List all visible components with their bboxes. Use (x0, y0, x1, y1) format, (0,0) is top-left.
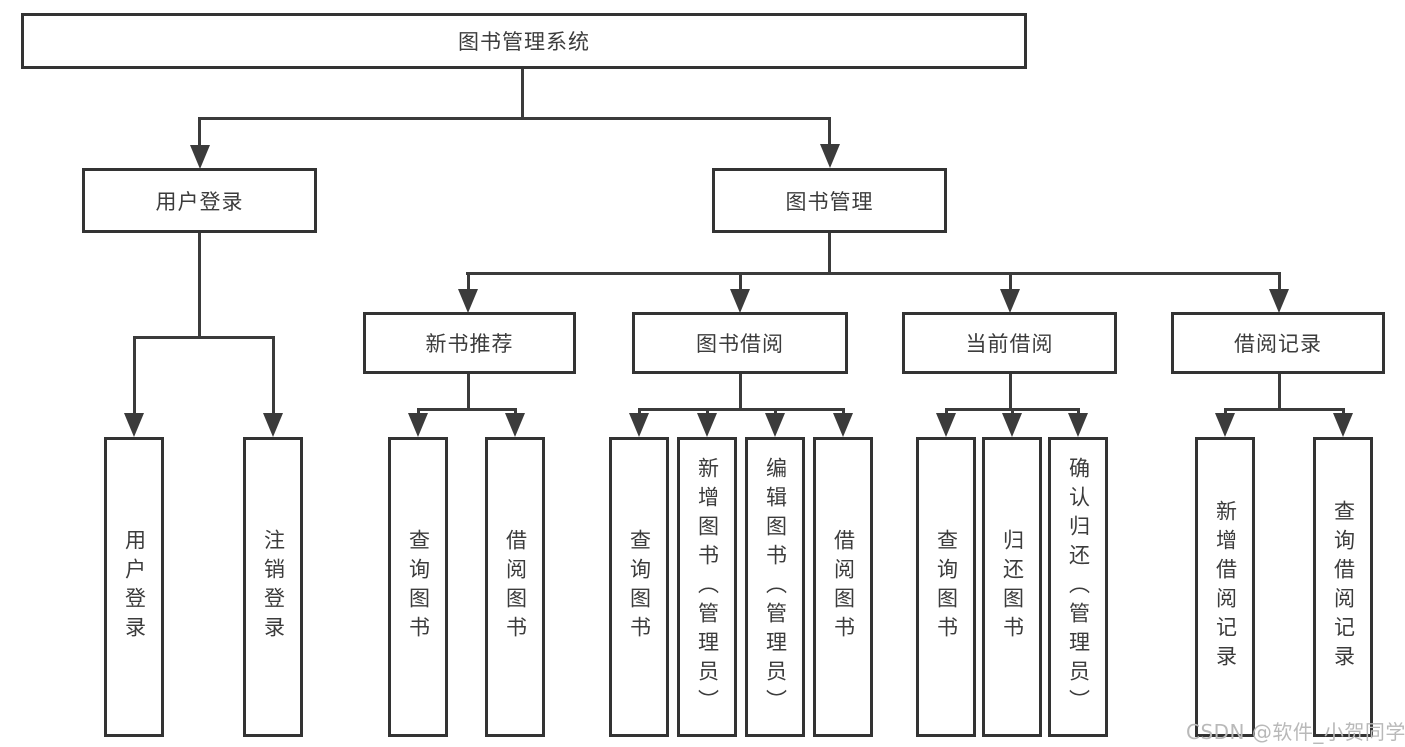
arrowhead-edit-book (765, 413, 785, 437)
connector-drop-query-books-3 (945, 408, 948, 416)
arrowhead-return-books (1002, 413, 1022, 437)
connector-drop-edit-book (774, 408, 777, 416)
node-current-borrowing: 当前借阅 (902, 312, 1117, 374)
connector-new-book-span (417, 408, 517, 411)
connector-drop-book-management (828, 117, 831, 144)
connector-book-borrowing-stem (739, 374, 742, 411)
leaf-add-book-admin: 新增图书（管理员） (677, 437, 737, 737)
connector-drop-leaf-user-login (133, 336, 136, 413)
leaf-borrow-books-borrowing: 借阅图书 (813, 437, 873, 737)
leaf-query-books-recommendation: 查询图书 (388, 437, 448, 737)
leaf-add-borrow-record: 新增借阅记录 (1195, 437, 1255, 737)
arrowhead-confirm-return (1068, 413, 1088, 437)
leaf-confirm-return-admin: 确认归还（管理员） (1048, 437, 1108, 737)
arrowhead-query-record (1333, 413, 1353, 437)
connector-drop-return-books (1011, 408, 1014, 416)
arrowhead-book-borrowing (730, 289, 750, 313)
leaf-borrow-books-recommendation: 借阅图书 (485, 437, 545, 737)
connector-drop-add-record (1224, 408, 1227, 416)
connector-current-borrowing-stem (1009, 374, 1012, 411)
leaf-logout: 注销登录 (243, 437, 303, 737)
arrowhead-current-borrowing (1000, 289, 1020, 313)
node-new-book-recommendation: 新书推荐 (363, 312, 576, 374)
connector-book-management-span (466, 272, 1281, 275)
connector-drop-query-books-2 (638, 408, 641, 416)
leaf-query-books-current: 查询图书 (916, 437, 976, 737)
leaf-edit-book-admin: 编辑图书（管理员） (745, 437, 805, 737)
leaf-return-books: 归还图书 (982, 437, 1042, 737)
connector-drop-add-book (706, 408, 709, 416)
connector-drop-borrowing-records (1278, 272, 1281, 291)
connector-drop-borrow-books-1 (514, 408, 517, 416)
connector-new-book-stem (467, 374, 470, 411)
node-root: 图书管理系统 (21, 13, 1027, 69)
arrowhead-new-book (458, 289, 478, 313)
connector-drop-borrow-books-2 (842, 408, 845, 416)
arrowhead-add-book (697, 413, 717, 437)
arrowhead-borrow-books-1 (505, 413, 525, 437)
connector-book-borrowing-span (638, 408, 845, 411)
arrowhead-add-record (1215, 413, 1235, 437)
arrowhead-borrow-books-2 (833, 413, 853, 437)
connector-root-stem (521, 69, 524, 120)
arrowhead-book-management (820, 144, 840, 168)
connector-drop-new-book (467, 272, 470, 291)
connector-user-login-stem (198, 233, 201, 339)
connector-user-login-span (133, 336, 275, 339)
connector-book-management-stem (828, 233, 831, 275)
node-borrowing-records: 借阅记录 (1171, 312, 1385, 374)
connector-drop-current-borrowing (1009, 272, 1012, 291)
connector-drop-query-record (1342, 408, 1345, 416)
arrowhead-query-books-3 (936, 413, 956, 437)
connector-borrowing-records-stem (1278, 374, 1281, 411)
watermark-text: CSDN @软件_小贺同学 (1186, 720, 1405, 744)
connector-root-span (198, 117, 831, 120)
connector-drop-leaf-logout (272, 336, 275, 413)
connector-borrowing-records-span (1224, 408, 1345, 411)
leaf-query-borrow-record: 查询借阅记录 (1313, 437, 1373, 737)
arrowhead-query-books-2 (629, 413, 649, 437)
arrowhead-user-login (190, 145, 210, 169)
connector-drop-user-login (198, 117, 201, 145)
leaf-query-books-borrowing: 查询图书 (609, 437, 669, 737)
leaf-user-login: 用户登录 (104, 437, 164, 737)
connector-drop-query-books-1 (417, 408, 420, 416)
connector-drop-book-borrowing (739, 272, 742, 291)
connector-drop-confirm-return (1077, 408, 1080, 416)
node-book-borrowing: 图书借阅 (632, 312, 848, 374)
node-book-management: 图书管理 (712, 168, 947, 233)
arrowhead-leaf-logout (263, 413, 283, 437)
arrowhead-borrowing-records (1269, 289, 1289, 313)
node-user-login: 用户登录 (82, 168, 317, 233)
arrowhead-leaf-user-login (124, 413, 144, 437)
arrowhead-query-books-1 (408, 413, 428, 437)
